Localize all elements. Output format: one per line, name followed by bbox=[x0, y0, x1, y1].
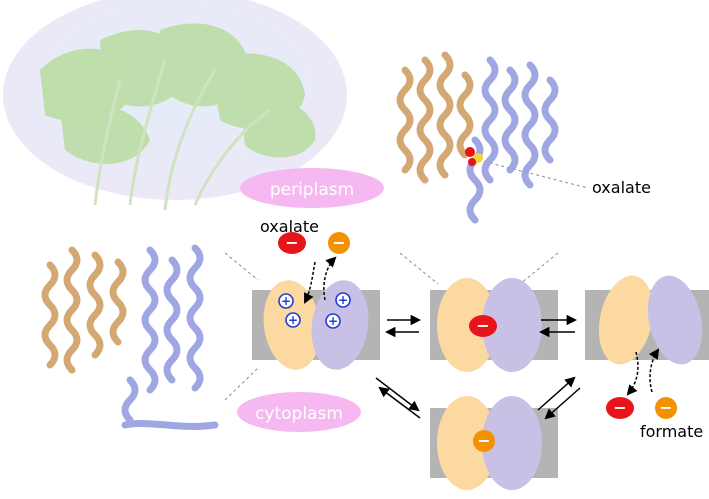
release-arrow bbox=[626, 351, 639, 396]
domain-orange bbox=[437, 396, 497, 490]
oxalate-label-structure: oxalate bbox=[592, 178, 651, 197]
periplasm-bubble: periplasm bbox=[240, 168, 384, 208]
domain-purple bbox=[482, 278, 542, 372]
positive-charge bbox=[285, 312, 301, 328]
formate-label: formate bbox=[640, 422, 703, 441]
minus-sign: − bbox=[613, 398, 626, 417]
plus-sign: + bbox=[281, 294, 291, 308]
equilibrium-arrows bbox=[375, 314, 581, 420]
domain-orange bbox=[598, 275, 654, 365]
minus-sign: − bbox=[285, 233, 298, 252]
connector-lines bbox=[224, 159, 589, 401]
plus-sign: + bbox=[328, 314, 338, 328]
formate-ion bbox=[473, 430, 495, 452]
cytoplasm-label: cytoplasm bbox=[255, 404, 343, 424]
positive-charge bbox=[278, 293, 294, 309]
cytoplasm-bubble: cytoplasm bbox=[237, 392, 361, 432]
positive-charge bbox=[335, 292, 351, 308]
domain-purple bbox=[647, 275, 703, 365]
oxalate-molecule bbox=[465, 147, 483, 166]
domain-purple bbox=[311, 280, 369, 370]
minus-sign: − bbox=[332, 233, 345, 252]
positive-charge bbox=[325, 313, 341, 329]
domain-purple bbox=[482, 396, 542, 490]
transporter-state-inward: − − bbox=[585, 275, 709, 419]
structure-top bbox=[396, 51, 559, 224]
oxalate-ion bbox=[469, 315, 497, 337]
minus-sign: − bbox=[477, 431, 490, 450]
plus-sign: + bbox=[338, 293, 348, 307]
periplasm-label: periplasm bbox=[270, 180, 354, 200]
minus-sign: − bbox=[476, 316, 489, 335]
transporter-state-oxalate-bound: − bbox=[430, 278, 558, 372]
structure-left bbox=[41, 244, 219, 430]
uptake-arrow bbox=[648, 348, 660, 393]
formate-ion bbox=[328, 232, 350, 254]
minus-sign: − bbox=[659, 398, 672, 417]
oxalate-ion bbox=[278, 232, 306, 254]
plus-sign: + bbox=[288, 313, 298, 327]
formate-ion bbox=[655, 397, 677, 419]
spinach-photo bbox=[3, 0, 347, 211]
oxalate-ion bbox=[606, 397, 634, 419]
transporter-state-formate-bound: − bbox=[430, 396, 558, 490]
transporter-state-outward: + + + + − − bbox=[252, 232, 380, 370]
oxalate-label-top: oxalate bbox=[260, 217, 319, 236]
domain-orange bbox=[437, 278, 497, 372]
release-arrow bbox=[323, 256, 337, 301]
